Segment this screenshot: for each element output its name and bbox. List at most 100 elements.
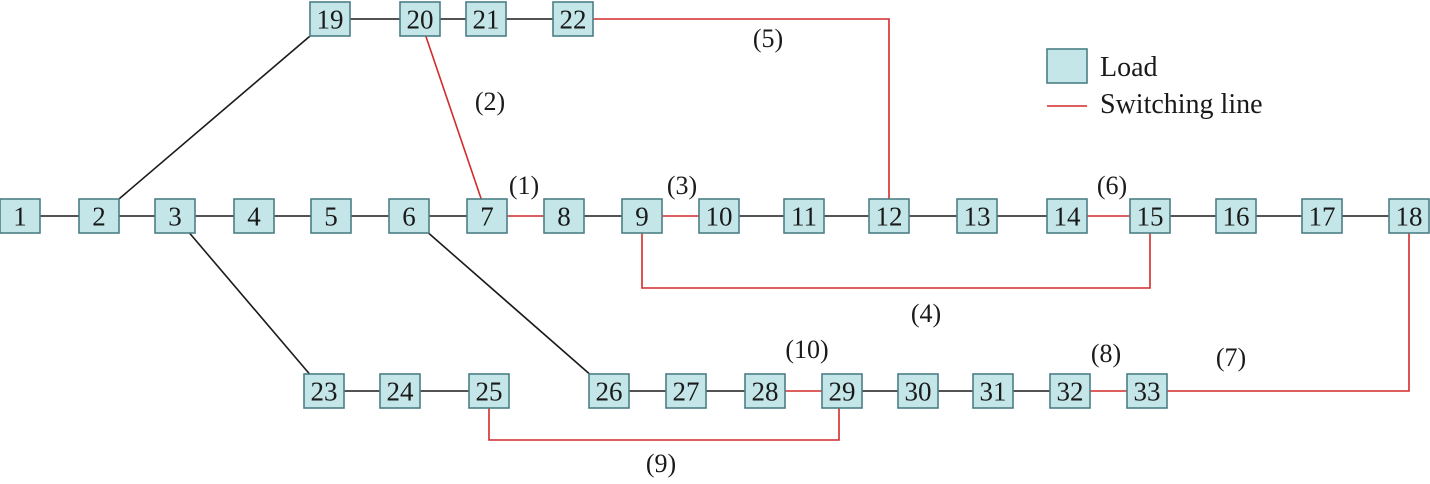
load-node-box bbox=[466, 198, 508, 234]
legend-switching-line-label: Switching line bbox=[1100, 89, 1263, 120]
load-node: 29 bbox=[821, 373, 863, 409]
load-node-box bbox=[388, 198, 430, 234]
load-node-box bbox=[956, 198, 998, 234]
switch-labels: (1)(2)(3)(4)(5)(6)(7)(8)(9)(10) bbox=[475, 24, 1246, 478]
load-node-label: 8 bbox=[557, 202, 571, 232]
switching-line-20-7 bbox=[425, 35, 482, 200]
switch-label: (5) bbox=[753, 24, 783, 53]
load-node: 24 bbox=[379, 373, 421, 409]
load-node: 11 bbox=[783, 198, 825, 234]
load-node-box bbox=[78, 198, 120, 234]
load-node: 17 bbox=[1301, 198, 1343, 234]
load-node: 33 bbox=[1126, 373, 1168, 409]
switching-line-33-18 bbox=[1167, 233, 1410, 392]
load-node: 21 bbox=[465, 1, 507, 37]
switch-label: (2) bbox=[475, 87, 505, 116]
legend-load-label: Load bbox=[1100, 52, 1158, 83]
load-node-box bbox=[1049, 373, 1091, 409]
load-node: 8 bbox=[543, 198, 585, 234]
load-node-box bbox=[972, 373, 1014, 409]
load-node-box bbox=[310, 198, 352, 234]
load-node-label: 18 bbox=[1396, 202, 1423, 232]
load-node-box bbox=[399, 1, 441, 37]
load-node-box bbox=[698, 198, 740, 234]
load-node: 18 bbox=[1388, 198, 1430, 234]
load-node: 9 bbox=[621, 198, 663, 234]
load-node-label: 17 bbox=[1309, 202, 1336, 232]
load-node: 19 bbox=[309, 1, 351, 37]
load-node-label: 2 bbox=[92, 202, 106, 232]
load-node-label: 21 bbox=[473, 5, 500, 35]
load-node: 1 bbox=[0, 198, 41, 234]
load-node-label: 20 bbox=[407, 5, 434, 35]
load-node-label: 7 bbox=[480, 202, 494, 232]
load-node-label: 16 bbox=[1223, 202, 1250, 232]
load-node-label: 26 bbox=[596, 377, 623, 407]
load-node: 6 bbox=[388, 198, 430, 234]
legend: Load Switching line bbox=[1046, 48, 1263, 120]
load-node-label: 32 bbox=[1057, 377, 1084, 407]
load-node: 31 bbox=[972, 373, 1014, 409]
load-node-label: 22 bbox=[560, 5, 587, 35]
load-node: 4 bbox=[233, 198, 275, 234]
load-node-label: 15 bbox=[1137, 202, 1164, 232]
load-node-box bbox=[621, 198, 663, 234]
load-node: 26 bbox=[588, 373, 630, 409]
load-node: 20 bbox=[399, 1, 441, 37]
load-node: 2 bbox=[78, 198, 120, 234]
load-node-box bbox=[1046, 198, 1088, 234]
load-node: 5 bbox=[310, 198, 352, 234]
switch-label: (8) bbox=[1091, 339, 1121, 368]
load-node-box bbox=[379, 373, 421, 409]
load-node: 32 bbox=[1049, 373, 1091, 409]
load-node: 7 bbox=[466, 198, 508, 234]
load-node-label: 25 bbox=[476, 377, 503, 407]
load-node: 27 bbox=[665, 373, 707, 409]
load-node-label: 24 bbox=[387, 377, 415, 407]
load-node-label: 33 bbox=[1134, 377, 1161, 407]
load-node-box bbox=[543, 198, 585, 234]
load-node-box bbox=[1215, 198, 1257, 234]
load-node-box bbox=[744, 373, 786, 409]
switch-label: (3) bbox=[667, 171, 697, 200]
load-node-label: 27 bbox=[673, 377, 700, 407]
load-node: 16 bbox=[1215, 198, 1257, 234]
load-node-box bbox=[303, 373, 345, 409]
load-node: 10 bbox=[698, 198, 740, 234]
load-node-box bbox=[897, 373, 939, 409]
switch-label: (9) bbox=[646, 449, 676, 478]
load-node-box bbox=[588, 373, 630, 409]
legend-load-swatch bbox=[1046, 48, 1088, 84]
load-node-label: 3 bbox=[168, 202, 182, 232]
load-node: 25 bbox=[468, 373, 510, 409]
load-node-label: 10 bbox=[706, 202, 733, 232]
load-node: 30 bbox=[897, 373, 939, 409]
load-node: 22 bbox=[552, 1, 594, 37]
load-node: 3 bbox=[154, 198, 196, 234]
load-node-box bbox=[1301, 198, 1343, 234]
load-node: 23 bbox=[303, 373, 345, 409]
switching-line-25-29 bbox=[488, 408, 840, 441]
switching-line-9-15 bbox=[641, 233, 1151, 289]
load-node-label: 9 bbox=[635, 202, 649, 232]
branch-line-2-19 bbox=[118, 35, 311, 200]
load-node-box bbox=[233, 198, 275, 234]
load-node: 15 bbox=[1129, 198, 1171, 234]
load-node-label: 11 bbox=[791, 202, 817, 232]
branch-lines bbox=[40, 18, 1410, 441]
load-node-box bbox=[309, 1, 351, 37]
switch-label: (1) bbox=[509, 171, 539, 200]
load-node-label: 4 bbox=[247, 202, 261, 232]
load-node: 14 bbox=[1046, 198, 1088, 234]
load-node-box bbox=[1388, 198, 1430, 234]
load-node-label: 30 bbox=[905, 377, 932, 407]
load-node-label: 12 bbox=[876, 202, 903, 232]
load-node-label: 31 bbox=[980, 377, 1007, 407]
load-node-box bbox=[868, 198, 910, 234]
switch-label: (7) bbox=[1216, 343, 1246, 372]
load-node-box bbox=[1129, 198, 1171, 234]
load-node-box bbox=[154, 198, 196, 234]
load-node-label: 23 bbox=[311, 377, 338, 407]
